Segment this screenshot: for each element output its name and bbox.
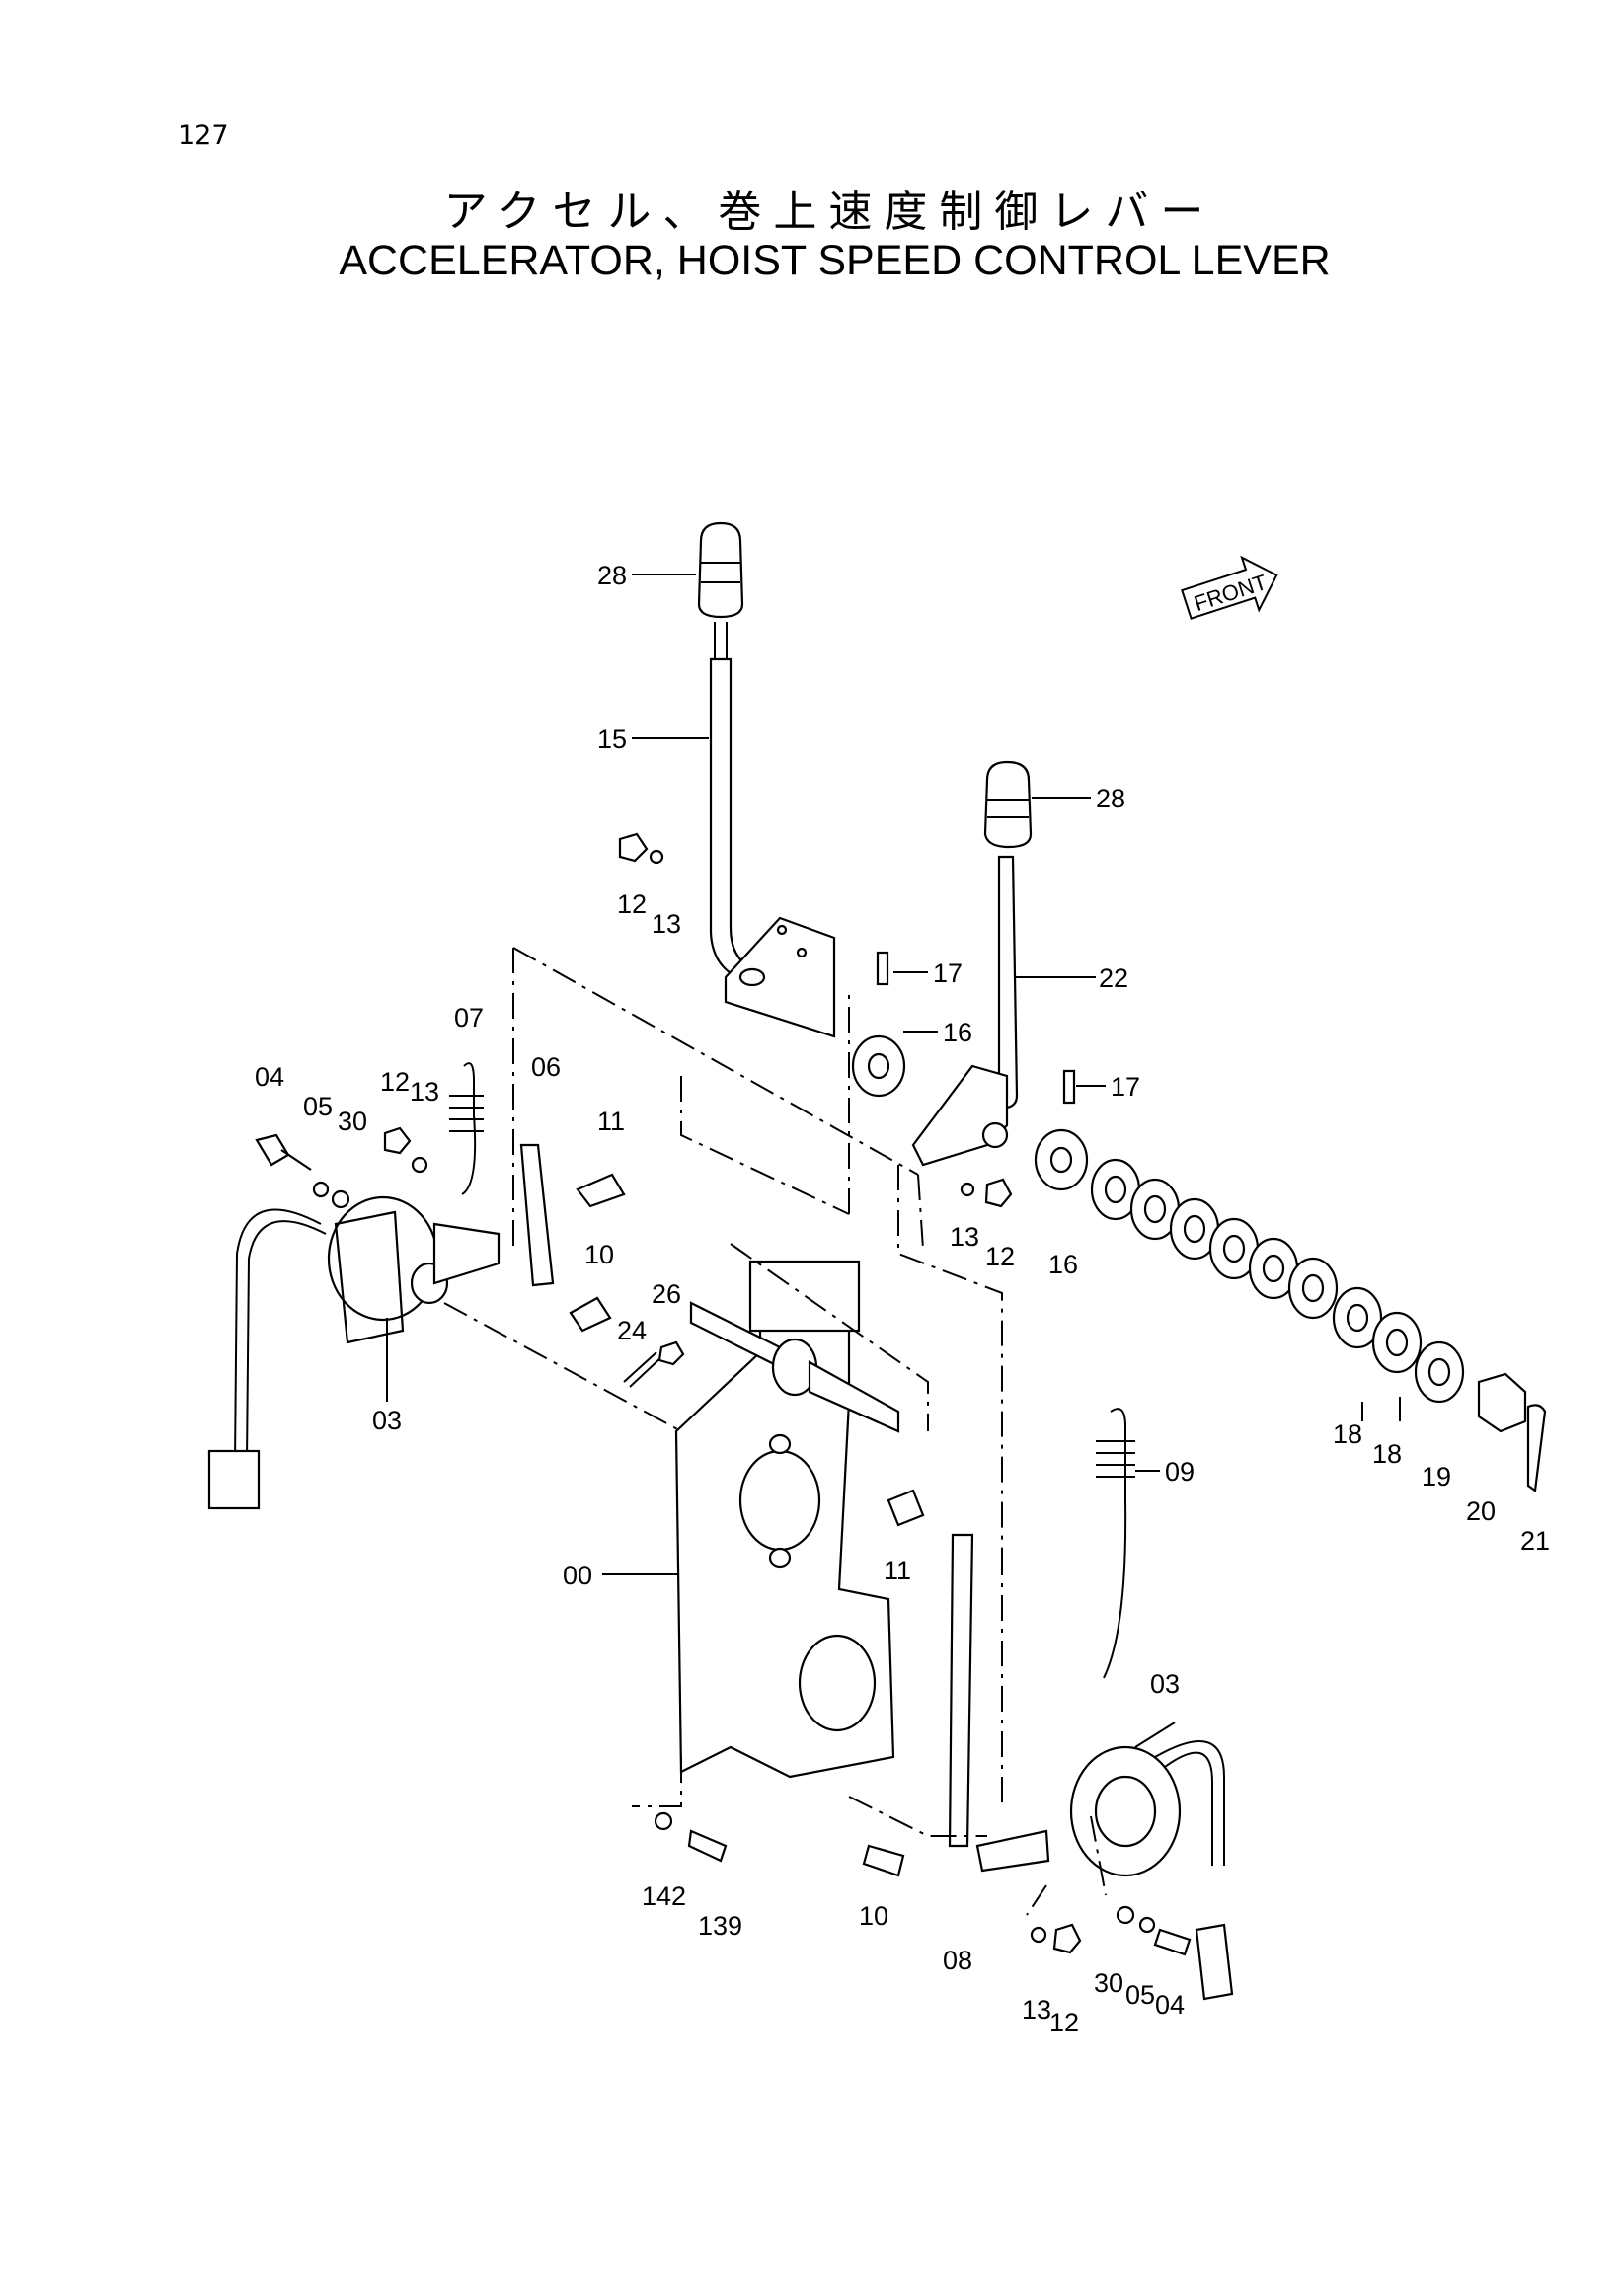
title-english: ACCELERATOR, HOIST SPEED CONTROL LEVER xyxy=(339,237,1331,284)
ring-142 xyxy=(654,1811,673,1831)
arm-right xyxy=(975,1829,1050,1873)
castle-nut-20 xyxy=(1477,1372,1527,1433)
part-label-28-upper: 28 xyxy=(597,561,627,590)
part-label-22: 22 xyxy=(1099,963,1128,993)
spring-09 xyxy=(1096,1408,1135,1679)
nut-12-upper xyxy=(618,832,649,863)
collar-16-a xyxy=(851,1034,906,1098)
knob-28-upper xyxy=(697,521,744,619)
page-number: 127 xyxy=(178,120,229,151)
part-labels: 28 15 28 12 13 17 22 16 17 07 04 05 30 1… xyxy=(255,561,1550,2037)
part-label-16-a: 16 xyxy=(943,1018,972,1047)
part-label-26: 26 xyxy=(652,1279,681,1309)
stud-24 xyxy=(623,1351,662,1388)
part-label-10-left: 10 xyxy=(584,1240,614,1269)
ring-13-left xyxy=(411,1156,428,1174)
part-label-05-right: 05 xyxy=(1125,1980,1155,2010)
bolt-10-right xyxy=(862,1844,905,1877)
pin-17-a xyxy=(876,951,889,986)
part-label-30-left: 30 xyxy=(338,1107,367,1136)
part-label-13-upper: 13 xyxy=(652,909,681,939)
front-direction-arrow: FRONT xyxy=(1181,555,1278,620)
pin-17-b xyxy=(1062,1069,1076,1105)
bolt-11-lower xyxy=(887,1489,925,1527)
part-label-13-left: 13 xyxy=(410,1077,439,1107)
washer-05-left xyxy=(312,1181,330,1198)
nut-26 xyxy=(657,1340,685,1366)
part-label-13-lower: 13 xyxy=(1022,1995,1051,2025)
part-label-24: 24 xyxy=(617,1316,647,1345)
part-label-19: 19 xyxy=(1422,1462,1451,1492)
part-label-05-left: 05 xyxy=(303,1092,333,1121)
part-label-30-right: 30 xyxy=(1094,1968,1123,1998)
part-label-17-a: 17 xyxy=(933,958,963,988)
part-label-07: 07 xyxy=(454,1003,484,1033)
sensor-03-right xyxy=(1069,1740,1234,2001)
leader-lines xyxy=(386,574,1401,1748)
part-label-04-left: 04 xyxy=(255,1062,284,1092)
part-label-04-right: 04 xyxy=(1155,1990,1185,2020)
lever-15 xyxy=(709,622,836,1038)
part-label-139: 139 xyxy=(698,1911,742,1941)
part-label-06: 06 xyxy=(531,1052,561,1082)
ring-13-right xyxy=(960,1182,975,1197)
part-label-18-a: 18 xyxy=(1333,1419,1362,1449)
part-label-13-right: 13 xyxy=(950,1222,979,1252)
spring-07 xyxy=(449,1062,484,1195)
part-label-12-lower: 12 xyxy=(1049,2008,1079,2037)
part-label-03-right: 03 xyxy=(1150,1669,1180,1699)
part-label-21: 21 xyxy=(1520,1526,1550,1556)
nut-12-left xyxy=(383,1126,412,1155)
washer-stack-18-19 xyxy=(1090,1158,1465,1404)
part-label-142: 142 xyxy=(642,1881,686,1911)
bolt-11-upper xyxy=(576,1173,626,1208)
ring-13-lower xyxy=(1030,1926,1047,1944)
nut-12-right xyxy=(984,1178,1013,1208)
arm-left xyxy=(432,1222,501,1285)
part-label-20: 20 xyxy=(1466,1496,1496,1526)
part-label-17-b: 17 xyxy=(1111,1072,1140,1102)
part-label-16-b: 16 xyxy=(1048,1250,1078,1279)
assembly-centerlines xyxy=(443,947,1107,1916)
cotter-pin-21 xyxy=(1526,1404,1547,1492)
washer-30-right xyxy=(1116,1905,1135,1925)
bolt-139 xyxy=(687,1829,728,1863)
part-label-10-right: 10 xyxy=(859,1901,888,1931)
part-label-11-lower: 11 xyxy=(884,1556,911,1585)
part-label-15: 15 xyxy=(597,725,627,754)
part-label-11-upper: 11 xyxy=(597,1107,625,1136)
collar-16-b xyxy=(1034,1128,1089,1191)
part-label-00: 00 xyxy=(563,1561,592,1590)
part-label-03-left: 03 xyxy=(372,1406,402,1435)
washer-30-left xyxy=(331,1189,350,1209)
part-label-12-left: 12 xyxy=(380,1067,410,1097)
link-08 xyxy=(948,1533,974,1848)
bolt-04-right xyxy=(1153,1928,1192,1956)
part-label-12-right: 12 xyxy=(985,1242,1015,1271)
link-06 xyxy=(519,1143,555,1287)
bolt-10-left xyxy=(569,1296,612,1333)
ring-13-upper xyxy=(649,849,664,865)
lever-22 xyxy=(911,855,1019,1167)
part-label-08: 08 xyxy=(943,1946,972,1975)
bracket-00 xyxy=(674,1260,900,1779)
bolt-04-left xyxy=(255,1133,312,1171)
part-label-12-upper: 12 xyxy=(617,889,647,919)
sensor-03-left xyxy=(207,1195,449,1510)
nut-12-lower xyxy=(1052,1923,1082,1954)
washer-05-right xyxy=(1138,1916,1156,1934)
title-japanese: アクセル、巻上速度制御レバー xyxy=(443,187,1216,237)
knob-28-right xyxy=(983,760,1033,849)
part-label-09: 09 xyxy=(1165,1457,1195,1487)
part-label-28-right: 28 xyxy=(1096,784,1125,813)
part-label-18-b: 18 xyxy=(1372,1439,1402,1469)
